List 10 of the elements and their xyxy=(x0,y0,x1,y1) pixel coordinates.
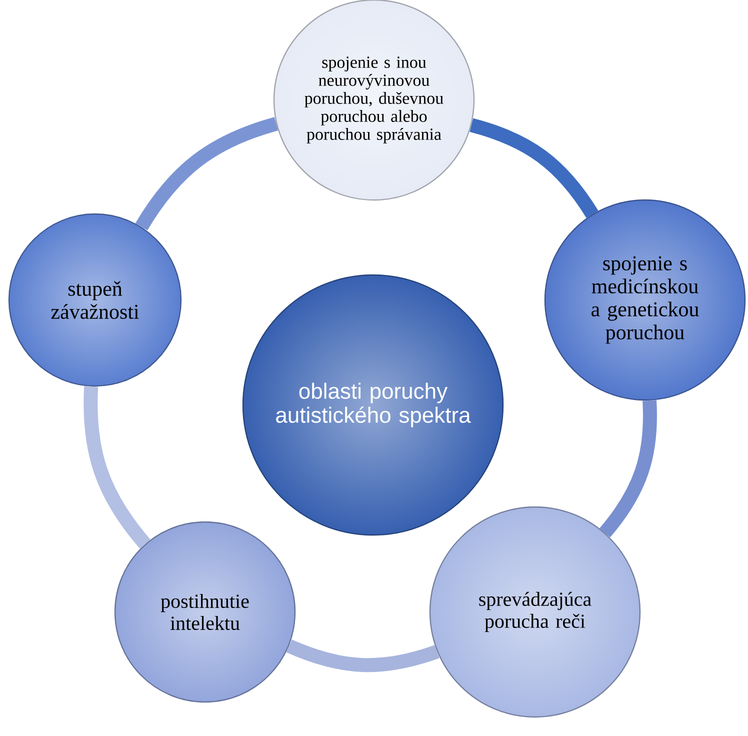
ring-segment xyxy=(470,118,598,218)
circle-node: stupeň závažnosti xyxy=(8,213,182,387)
circle-node: spojenie s medicínskou a genetickou poruchou xyxy=(544,199,746,401)
circle-node: oblasti poruchy autistického spektra xyxy=(242,274,504,536)
ring-segment xyxy=(84,386,150,549)
circle-node: postihnutie intelektu xyxy=(114,521,296,703)
ring-segment xyxy=(599,400,657,538)
ring-segment xyxy=(135,117,278,231)
ring-segment xyxy=(286,639,440,672)
circle-node: sprevádzajúca porucha reči xyxy=(429,506,641,718)
